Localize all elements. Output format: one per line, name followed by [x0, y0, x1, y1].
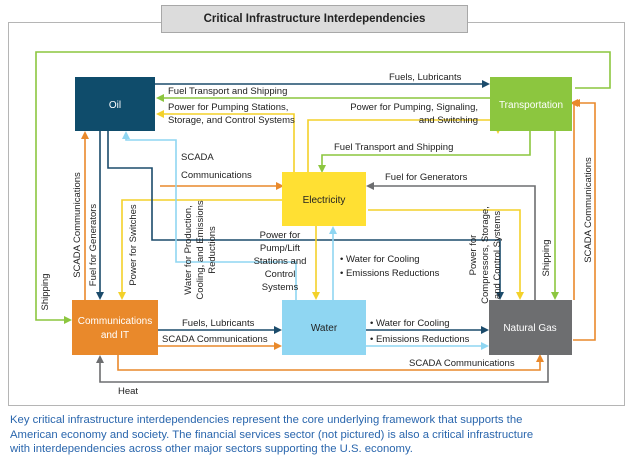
label-water-cooling-bottom: • Water for Cooling: [370, 318, 450, 329]
label-power-compressors-2: Compressors, Storage,: [480, 206, 491, 304]
label-power-pumping-stations-2: Storage, and Control Systems: [168, 115, 295, 126]
arrow-communications-to-transportation-scada: [570, 99, 578, 300]
arrow-transportation-to-communications-shipping: [35, 51, 611, 324]
caption: Key critical infrastructure interdepende…: [10, 413, 630, 457]
svg-text:Communications: Communications: [78, 316, 152, 327]
interdependency-diagram: Oil Transportation Electricity Communica…: [35, 51, 611, 397]
label-emissions-bottom: • Emissions Reductions: [370, 334, 470, 345]
arrow-transportation-to-electricity: [318, 131, 531, 173]
label-power-for-switches: Power for Switches: [128, 204, 139, 286]
label-power-pumping-signaling-2: and Switching: [419, 115, 478, 126]
label-water-production-2: Cooling, and Emissions: [195, 200, 206, 300]
arrow-communications-to-naturalgas-scada: [117, 354, 544, 371]
label-power-compressors-1: Power for: [468, 235, 479, 276]
label-power-pump-lift-4: Control: [265, 269, 296, 280]
label-shipping-right: Shipping: [541, 240, 552, 277]
label-water-production-1: Water for Production,: [183, 205, 194, 294]
label-scada-right-vertical: SCADA Communications: [583, 157, 594, 263]
label-fuel-for-generators-right: Fuel for Generators: [385, 172, 468, 183]
label-scada-1: SCADA: [181, 152, 214, 163]
svg-text:Electricity: Electricity: [303, 195, 346, 206]
label-scada-bottom-line: SCADA Communications: [409, 358, 515, 369]
label-scada-bottom: SCADA Communications: [162, 334, 268, 345]
label-scada-left-vertical: SCADA Communications: [72, 172, 83, 278]
svg-text:and IT: and IT: [101, 330, 129, 341]
label-power-pumping-stations-1: Power for Pumping Stations,: [168, 102, 288, 113]
svg-text:Water: Water: [311, 323, 338, 334]
arrow-oil-to-naturalgas: [107, 131, 504, 300]
arrow-electricity-to-oil: [156, 110, 295, 172]
node-electricity: Electricity: [282, 172, 366, 226]
node-water: Water: [282, 300, 366, 355]
label-emissions-mid: • Emissions Reductions: [340, 268, 440, 279]
arrow-water-to-oil: [122, 131, 297, 300]
label-power-pump-lift-1: Power for: [260, 230, 301, 241]
arrow-naturalgas-outer-right: [572, 99, 596, 341]
caption-line-2: American economy and society. The financ…: [10, 428, 534, 441]
arrow-naturalgas-to-electricity: [366, 182, 536, 300]
svg-text:Oil: Oil: [109, 100, 121, 111]
node-oil: Oil: [75, 77, 155, 131]
svg-text:Transportation: Transportation: [499, 100, 563, 111]
label-power-pump-lift-2: Pump/Lift: [260, 243, 300, 254]
label-fuels-lubricants-bottom: Fuels, Lubricants: [182, 318, 255, 329]
svg-text:Natural Gas: Natural Gas: [503, 323, 556, 334]
arrow-naturalgas-to-communications-heat: [96, 355, 549, 383]
label-shipping-left: Shipping: [40, 274, 51, 311]
label-fuel-generators-vertical: Fuel for Generators: [88, 204, 99, 287]
arrow-electricity-to-communications: [118, 199, 282, 300]
caption-line-1: Key critical infrastructure interdepende…: [10, 414, 523, 426]
label-fuel-transport-top: Fuel Transport and Shipping: [168, 86, 287, 97]
node-transportation: Transportation: [490, 77, 572, 131]
node-natural-gas: Natural Gas: [489, 300, 572, 355]
node-communications: Communications and IT: [72, 300, 158, 355]
label-fuels-lubricants-top: Fuels, Lubricants: [389, 72, 462, 83]
label-water-cooling-mid: • Water for Cooling: [340, 254, 420, 265]
label-water-production-3: Reductions: [207, 226, 218, 274]
arrow-electricity-to-naturalgas: [368, 209, 524, 300]
label-power-pumping-signaling-1: Power for Pumping, Signaling,: [350, 102, 478, 113]
label-power-pump-lift-5: Systems: [262, 282, 299, 293]
caption-line-3: with interdependencies across other majo…: [10, 443, 413, 455]
diagram-title: Critical Infrastructure Interdependencie…: [161, 5, 468, 33]
label-scada-2: Communications: [181, 170, 252, 181]
label-power-pump-lift-3: Stations and: [254, 256, 307, 267]
label-heat: Heat: [118, 386, 138, 397]
label-power-compressors-3: and Control Systems: [492, 211, 503, 299]
label-fuel-transport-mid: Fuel Transport and Shipping: [334, 142, 453, 153]
